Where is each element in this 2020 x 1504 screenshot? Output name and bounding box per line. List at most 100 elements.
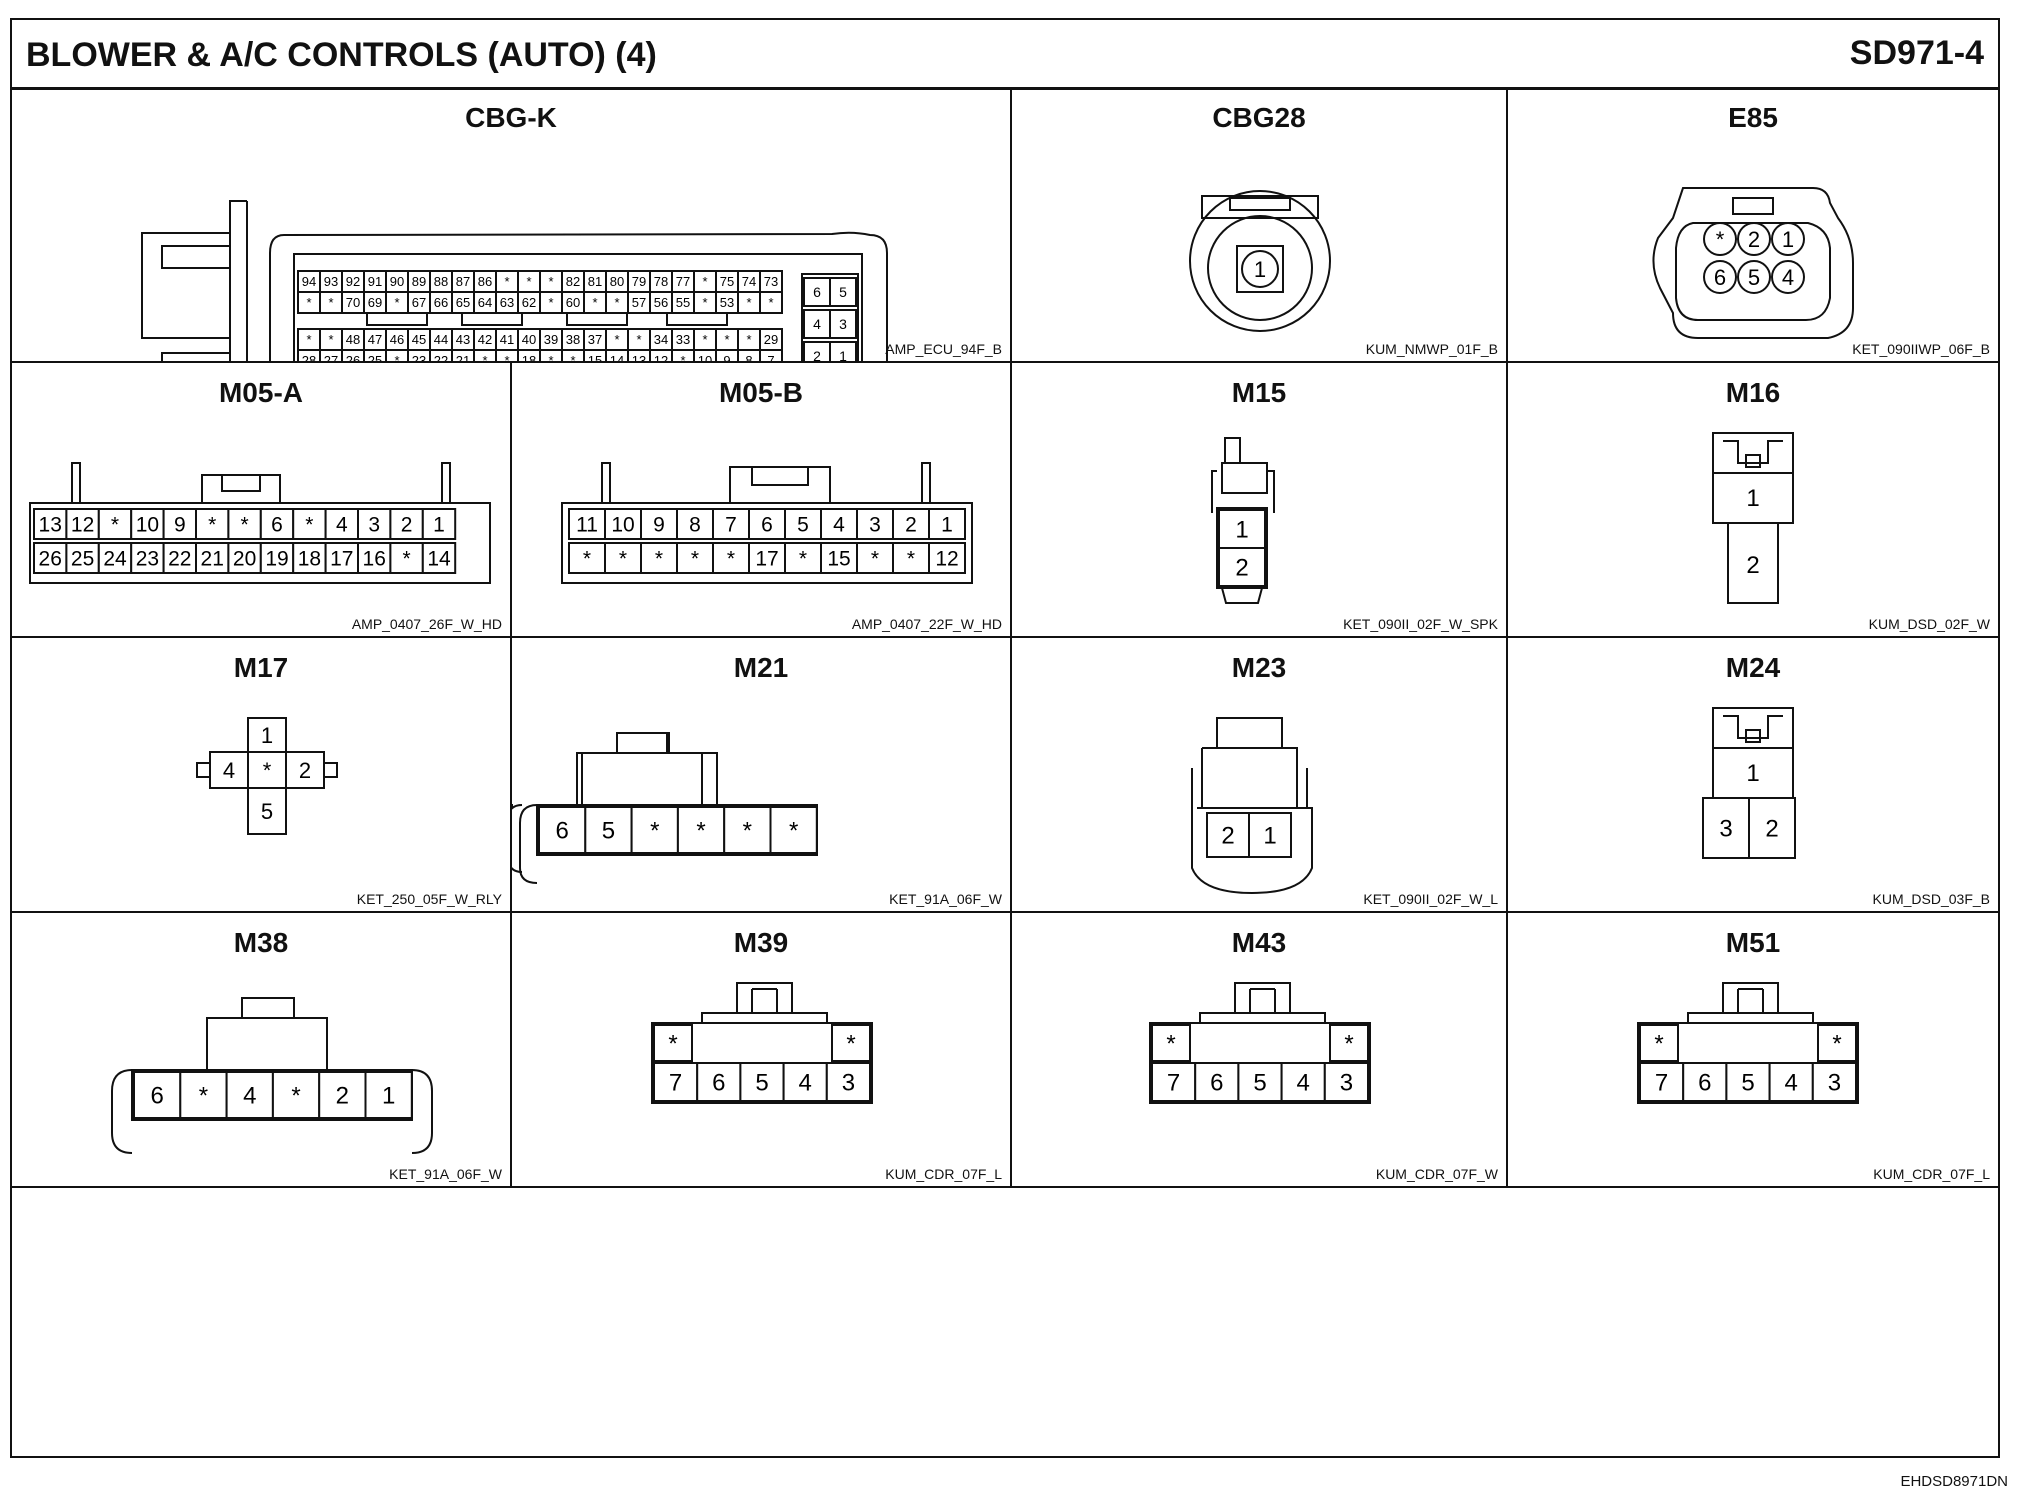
pin-label: 12: [71, 514, 94, 537]
pin-label: 4: [1785, 1070, 1798, 1097]
connector-outline: [1202, 747, 1298, 808]
pin-label: 6: [1210, 1070, 1223, 1097]
pin-label: 5: [797, 514, 809, 537]
pin-label: 4: [336, 514, 348, 537]
connector-outline: [1207, 215, 1313, 321]
connector-name: M43: [1231, 927, 1287, 958]
pin-label: 1: [1746, 760, 1759, 787]
pin-cavity: [825, 1062, 871, 1102]
pin-label: *: [526, 274, 531, 289]
connector-m17-drawing: 14*25: [196, 717, 338, 835]
pin-label: 6: [271, 514, 283, 537]
pin-label: *: [592, 295, 597, 310]
connector-outline: [1737, 988, 1764, 1013]
connector-outline: [701, 1012, 828, 1023]
connector-outline: [751, 467, 809, 486]
pin-label: 3: [1719, 816, 1732, 843]
pin-label: 1: [839, 348, 847, 363]
pin-label: 92: [346, 274, 360, 289]
connector-code: KET_91A_06F_W: [389, 1166, 502, 1182]
connector-outline: [323, 762, 338, 778]
connector-code: KET_91A_06F_W: [889, 891, 1002, 907]
pin-label: 53: [720, 295, 734, 310]
pin-label: *: [291, 1083, 300, 1110]
pin-label: 27: [324, 353, 338, 363]
pin-label: 29: [764, 332, 778, 347]
pin-label: 3: [839, 316, 847, 332]
pin-label: 22: [434, 353, 448, 363]
pin-cavity: [696, 1062, 742, 1102]
pin-label: *: [1344, 1031, 1353, 1058]
pin-cavity: [65, 542, 100, 574]
pin-label: 2: [813, 348, 821, 363]
pin-label: *: [768, 295, 773, 310]
pin-cavity: [803, 309, 831, 339]
pin-cavity: [759, 349, 783, 361]
pin-cavity: [162, 542, 198, 574]
connector-outline: [411, 1069, 433, 1154]
pin-cavity: [1151, 1024, 1191, 1062]
pin-label: *: [846, 1031, 855, 1058]
connector-outline: [206, 1017, 328, 1071]
sheet-code: SD971-4: [1849, 34, 1984, 72]
connector-code: AMP_0407_22F_W_HD: [851, 616, 1002, 632]
pin-label: *: [1832, 1031, 1841, 1058]
pin-cavity: [584, 806, 633, 854]
pin-label: *: [871, 548, 879, 571]
pin-label: 7: [1167, 1070, 1180, 1097]
pin-label: 6: [555, 818, 568, 845]
pin-label: *: [799, 548, 807, 571]
pin-cavity: [179, 1071, 228, 1119]
pin-cavity: [1323, 1062, 1369, 1102]
connector-outline: [1745, 729, 1761, 743]
pin-cavity: [1218, 509, 1266, 549]
pin-label: *: [680, 353, 685, 363]
connector-name: M21: [733, 652, 789, 683]
pin-label: 4: [813, 316, 821, 332]
pin-label: 4: [1297, 1070, 1310, 1097]
connector-outline: [241, 997, 295, 1019]
connector-outline: [1149, 1022, 1371, 1104]
pin-label: 1: [261, 723, 273, 748]
pin-cavity: [33, 542, 68, 574]
pin-label: 25: [368, 353, 382, 363]
connector-outline: [1687, 1012, 1814, 1023]
pin-label: 10: [698, 353, 712, 363]
pin-label: 8: [689, 514, 701, 537]
pin-label: 87: [456, 274, 470, 289]
connector-code: KET_090II_02F_W_L: [1363, 891, 1498, 907]
pin-cavity: [829, 309, 857, 339]
pin-label: 5: [1253, 1070, 1266, 1097]
connector-outline: [581, 752, 703, 806]
pin-label: 94: [302, 274, 316, 289]
pin-cavity: [421, 508, 457, 540]
pin-label: 6: [712, 1070, 725, 1097]
pin-label: *: [328, 295, 333, 310]
connector-outline: [519, 804, 538, 884]
pin-label: 89: [412, 274, 426, 289]
pin-label: 6: [150, 1083, 163, 1110]
pin-label: 63: [500, 295, 514, 310]
pin-label: 57: [632, 295, 646, 310]
connector-name: M24: [1725, 652, 1781, 683]
connector-code: AMP_ECU_94F_B: [885, 341, 1002, 357]
pin-label: *: [636, 332, 641, 347]
pin-label: *: [504, 353, 509, 363]
pin-label: *: [305, 514, 313, 537]
pin-label: 9: [174, 514, 186, 537]
pin-cavity: [1817, 1024, 1857, 1062]
pin-label: *: [746, 295, 751, 310]
connector-outline: [1723, 440, 1783, 464]
connector-code: KUM_DSD_02F_W: [1868, 616, 1990, 632]
connector-outline: [161, 352, 231, 361]
pin-label: *: [394, 353, 399, 363]
pin-label: 5: [839, 284, 847, 300]
pin-label: 7: [1655, 1070, 1668, 1097]
pin-cavity: [357, 542, 392, 574]
